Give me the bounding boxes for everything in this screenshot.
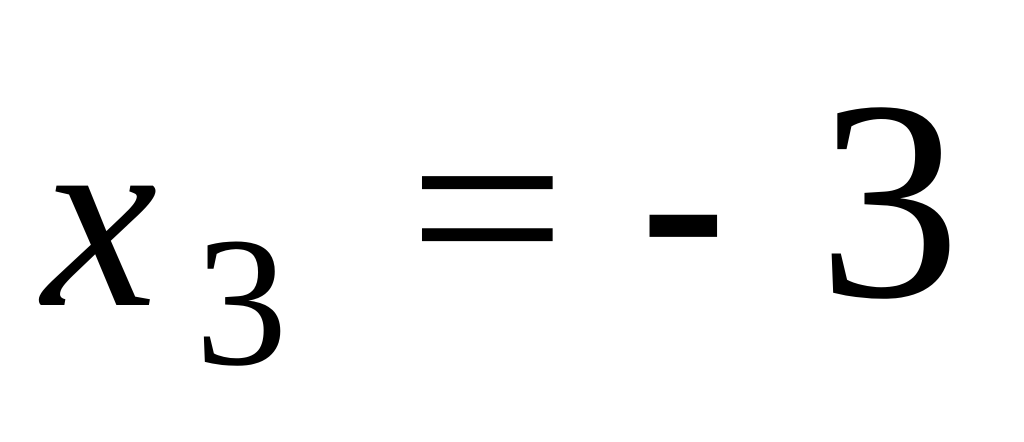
equals-sign: =: [408, 64, 567, 352]
value-3: 3: [818, 42, 961, 358]
subscript-3: 3: [195, 200, 288, 405]
variable-x: x: [42, 74, 158, 362]
minus-sign: -: [640, 56, 727, 344]
